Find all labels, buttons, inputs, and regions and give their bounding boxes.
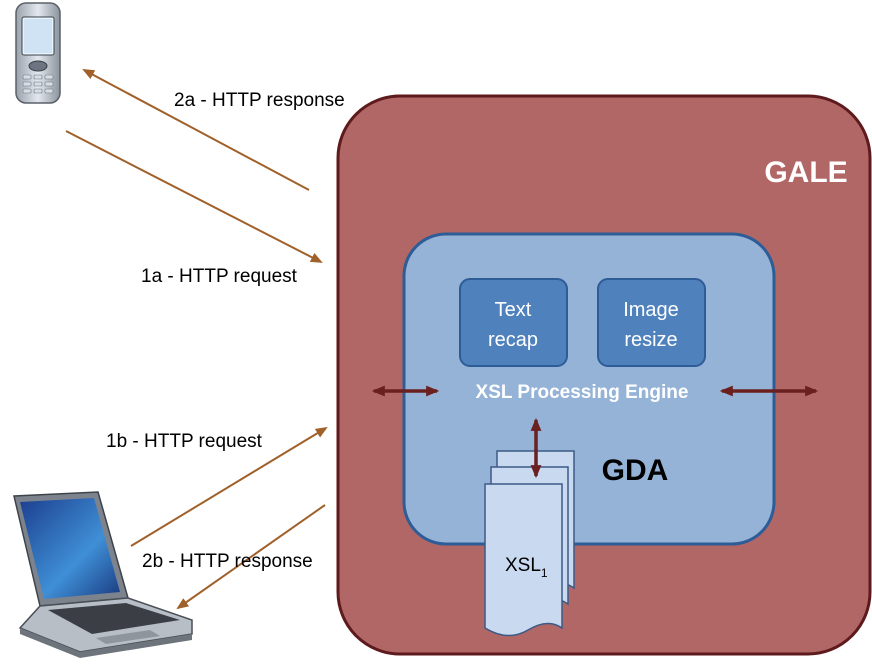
image-resize-module: Image resize — [597, 278, 706, 367]
mobile-phone-icon — [15, 2, 61, 104]
gda-title: GDA — [602, 454, 669, 487]
response-a-arrow — [82, 69, 310, 191]
request-b-label: 1b - HTTP request — [106, 431, 263, 452]
laptop-icon — [13, 491, 193, 658]
text-recap-line2: recap — [488, 329, 538, 351]
response-a-label: 2a - HTTP response — [174, 90, 345, 111]
response-b-arrow — [176, 504, 326, 610]
image-resize-line1: Image — [623, 299, 679, 321]
request-a-label: 1a - HTTP request — [141, 266, 298, 287]
image-resize-line2: resize — [624, 329, 677, 351]
text-recap-module: Text recap — [459, 278, 568, 367]
xsl-label: XSL1 — [505, 555, 548, 580]
text-recap-line1: Text — [495, 299, 532, 321]
request-b-arrow — [130, 426, 328, 547]
request-a-arrow — [65, 130, 323, 263]
xsl-document-stack: XSL1 — [484, 450, 575, 637]
engine-label: XSL Processing Engine — [476, 382, 689, 403]
gale-title: GALE — [764, 156, 847, 189]
response-b-label: 2b - HTTP response — [142, 551, 313, 572]
